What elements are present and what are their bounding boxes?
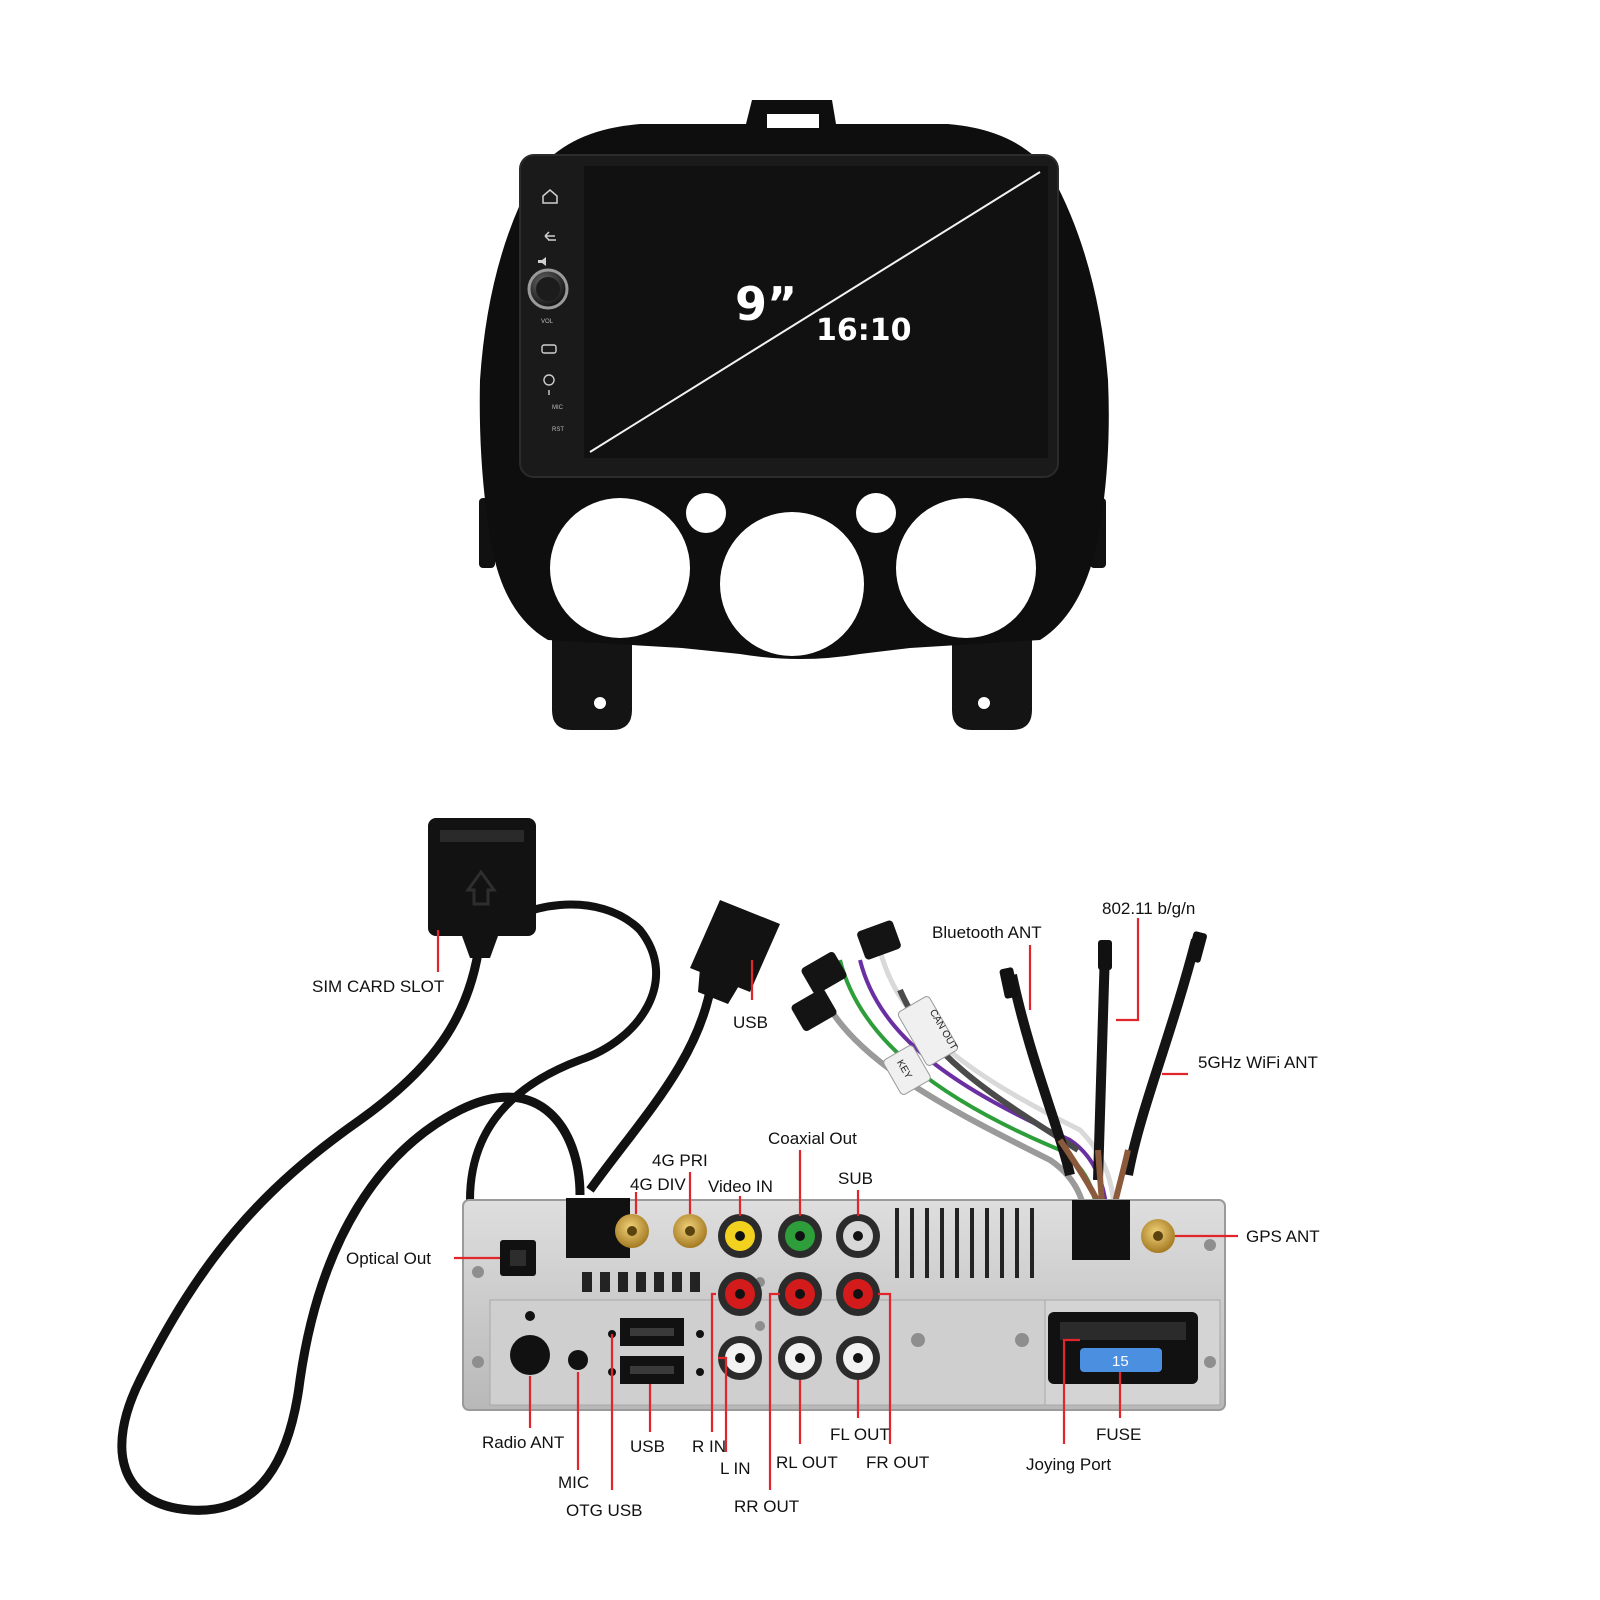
small-opening-right: [856, 493, 896, 533]
label-4g-pri: 4G PRI: [652, 1151, 708, 1170]
volume-knob-cap: [536, 277, 560, 301]
left-mount-hole: [594, 697, 606, 709]
nav-pin-icon[interactable]: [543, 374, 555, 395]
vol-label: VOL: [541, 319, 554, 325]
side-buttons: VOL MIC RST: [527, 189, 569, 433]
usb-female-connector: [690, 900, 780, 1004]
label-gps-ant: GPS ANT: [1246, 1227, 1320, 1246]
label-usb-cable: USB: [733, 1013, 768, 1032]
rear-ports: 15: [500, 1214, 1198, 1384]
label-optical-out: Optical Out: [346, 1249, 431, 1268]
label-rr-out: RR OUT: [734, 1497, 799, 1516]
screen-size-label: 9”: [735, 277, 797, 331]
back-icon[interactable]: [544, 231, 556, 241]
label-l-in: L IN: [720, 1459, 751, 1478]
leader-lines: [436, 918, 1238, 1490]
label-wifi-24: 802.11 b/g/n: [1102, 899, 1195, 918]
right-mount-bracket: [952, 626, 1032, 730]
label-wifi-5: 5GHz WiFi ANT: [1198, 1053, 1318, 1072]
radio-icon[interactable]: [541, 344, 557, 354]
label-fl-out: FL OUT: [830, 1425, 890, 1444]
center-climate-opening: [720, 512, 864, 656]
sim-cable: [117, 939, 585, 1515]
fuse-rating: 15: [1112, 1353, 1129, 1370]
label-sub: SUB: [838, 1169, 873, 1188]
diagonal-line: [589, 171, 1041, 453]
label-coaxial-out: Coaxial Out: [768, 1129, 857, 1148]
head-unit: 9” 16:10 VOL MIC RST: [479, 100, 1109, 730]
left-mount-bracket: [552, 626, 632, 730]
label-sim-card-slot: SIM CARD SLOT: [312, 977, 444, 996]
label-radio-ant: Radio ANT: [482, 1433, 564, 1452]
label-fr-out: FR OUT: [866, 1453, 929, 1472]
label-rl-out: RL OUT: [776, 1453, 838, 1472]
top-notch: [767, 114, 819, 128]
mute-icon[interactable]: [538, 257, 546, 266]
left-climate-opening: [550, 498, 690, 638]
sim-card-module: [428, 818, 536, 958]
sim-cable-2: [466, 900, 661, 1201]
label-bluetooth-ant: Bluetooth ANT: [932, 923, 1042, 942]
label-joying-port: Joying Port: [1026, 1455, 1111, 1474]
callout-labels: SIM CARD SLOT USB Bluetooth ANT 802.11 b…: [312, 899, 1320, 1520]
mic-jack[interactable]: [568, 1350, 588, 1370]
label-fuse: FUSE: [1096, 1425, 1141, 1444]
label-video-in: Video IN: [708, 1177, 773, 1196]
radio-ant-port[interactable]: [510, 1335, 550, 1375]
mic-hole-label: MIC: [552, 405, 564, 411]
label-mic: MIC: [558, 1473, 589, 1492]
home-icon[interactable]: [542, 189, 558, 204]
small-opening-left: [686, 493, 726, 533]
right-mount-hole: [978, 697, 990, 709]
rst-hole-label: RST: [552, 427, 564, 433]
right-climate-opening: [896, 498, 1036, 638]
fuse[interactable]: [1080, 1348, 1162, 1372]
label-r-in: R IN: [692, 1437, 726, 1456]
label-otg-usb: OTG USB: [566, 1501, 643, 1520]
label-usb-port: USB: [630, 1437, 665, 1456]
label-4g-div: 4G DIV: [630, 1175, 686, 1194]
aspect-ratio-label: 16:10: [816, 313, 912, 348]
usb-cable: [586, 979, 717, 1193]
